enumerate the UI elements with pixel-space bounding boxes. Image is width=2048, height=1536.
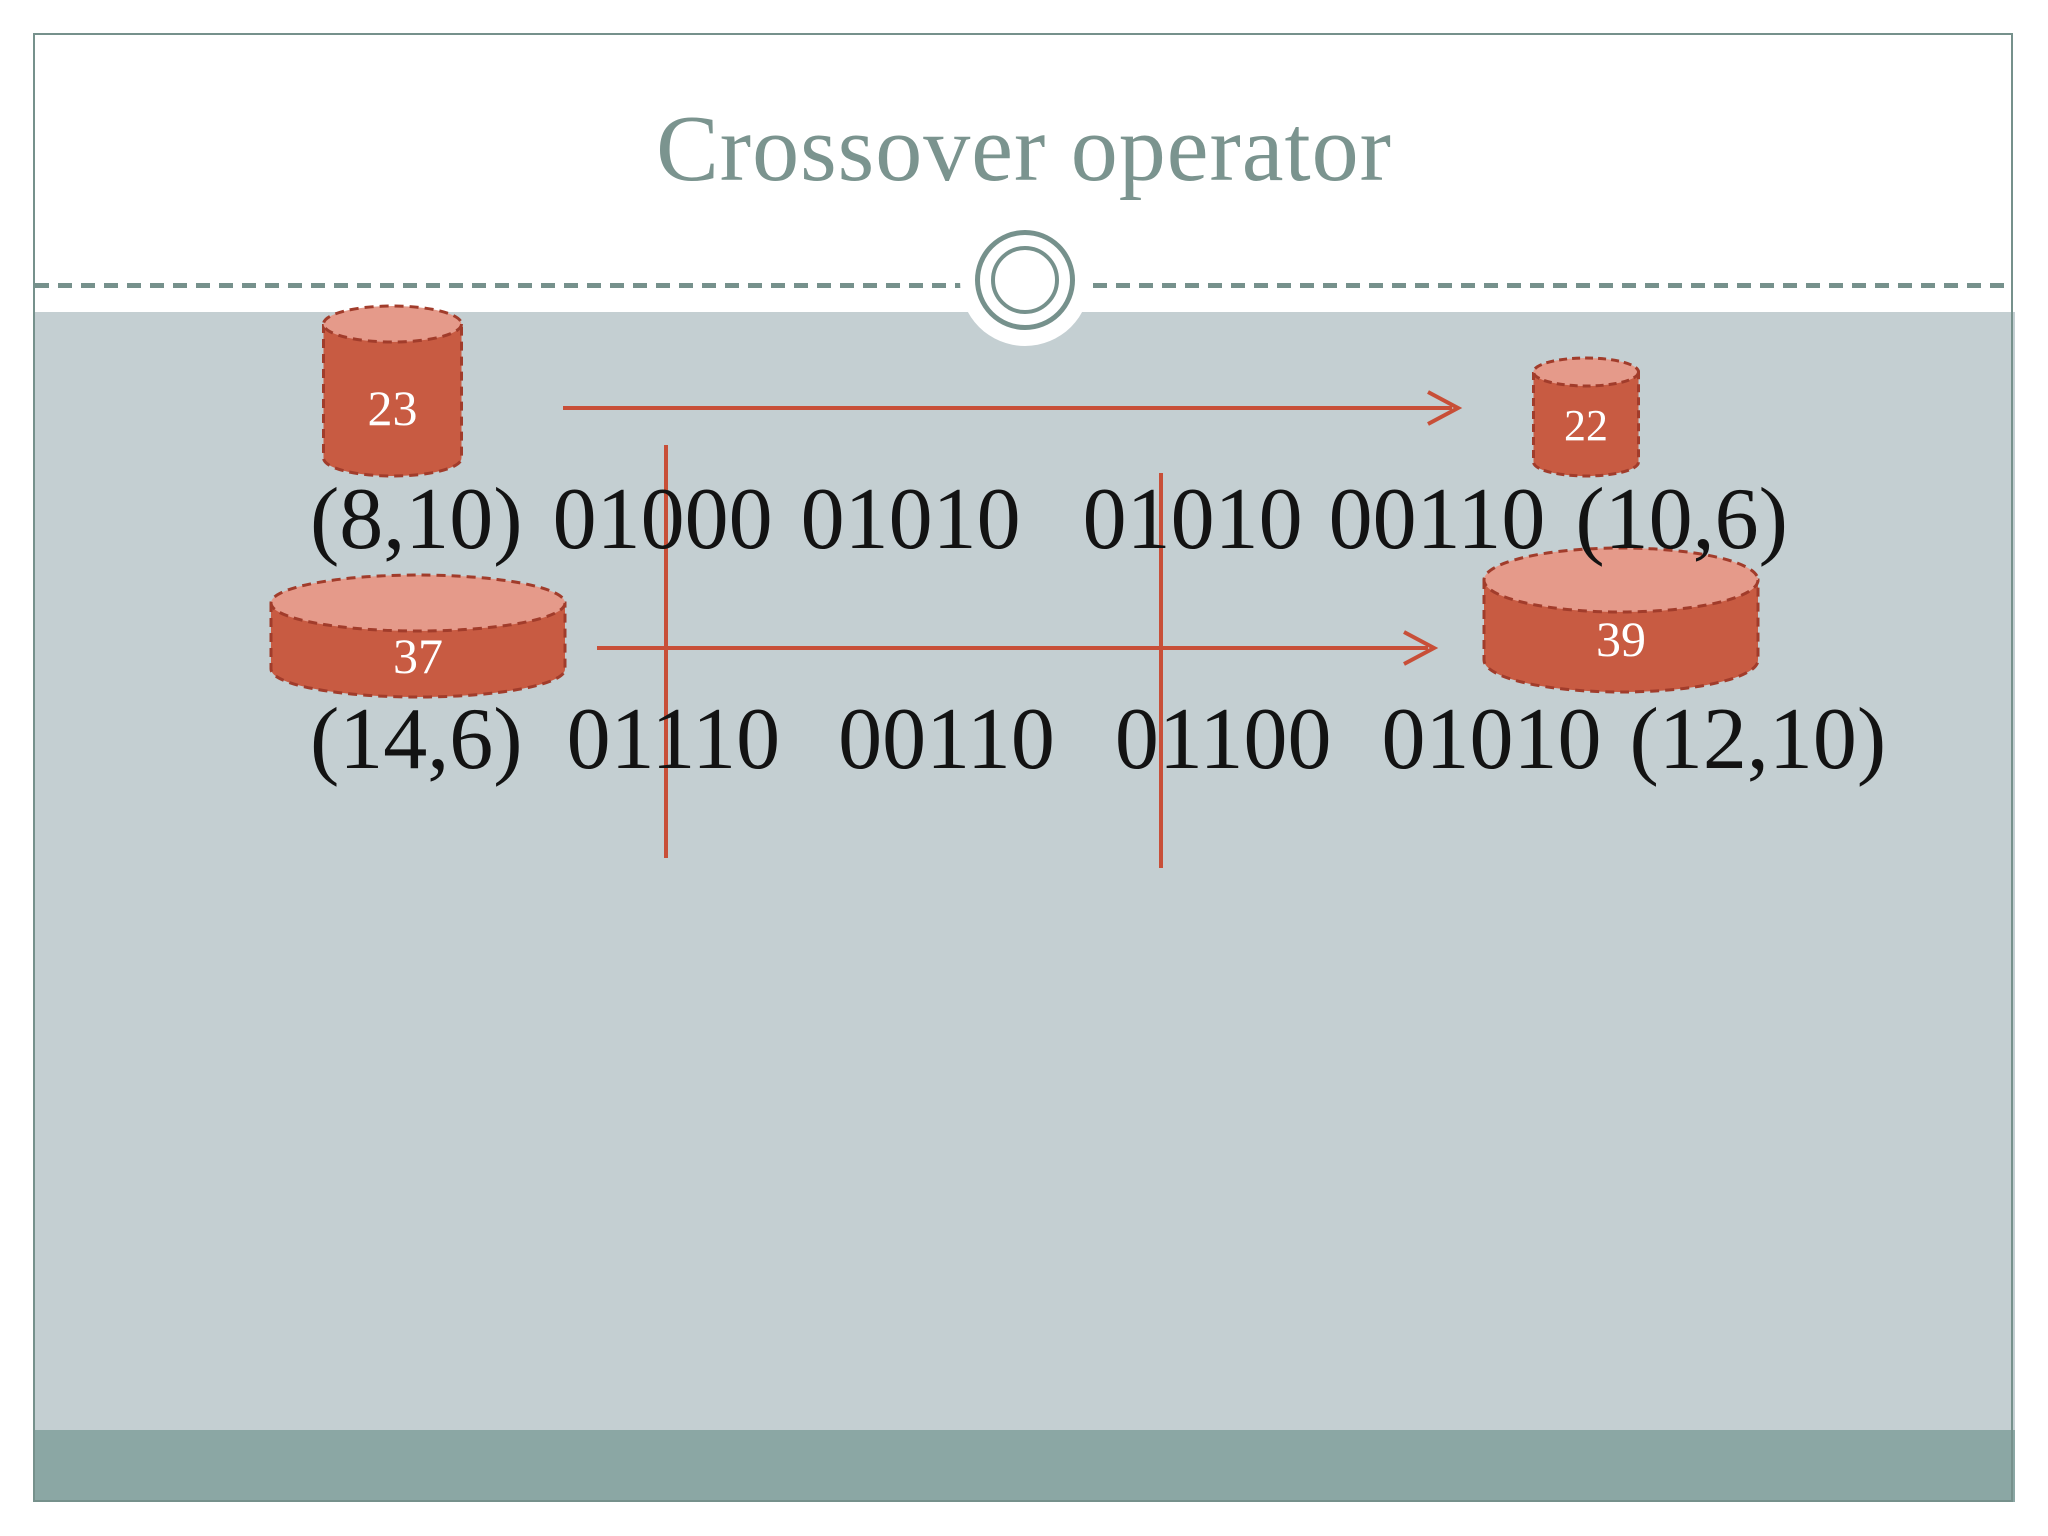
content-panel (33, 312, 2015, 1430)
fitness-pair-left: (14,6) (310, 691, 523, 788)
arrowhead-icon (1427, 390, 1463, 426)
gene-group: 01010 (1082, 471, 1303, 568)
gene-group: 01110 (566, 691, 781, 788)
slide-title: Crossover operator (656, 97, 1392, 201)
gene-group: 01000 (552, 471, 773, 568)
gene-group: 01010 (800, 471, 1021, 568)
chromosome-row-2: (14,6) 01110 00110 01100 01010 (12,10) (310, 691, 1887, 789)
fitness-value-label: 39 (1596, 611, 1646, 667)
divider-circle-ornament (975, 230, 1075, 330)
cylinder-offspring-2: 39 (1481, 546, 1761, 698)
chromosome-row-1: (8,10) 01000 01010 01010 00110 (10,6) (310, 471, 1788, 569)
bottom-accent-bar (33, 1430, 2015, 1502)
fitness-value-label: 37 (393, 628, 443, 684)
cylinder-parent-1: 23 (320, 303, 465, 481)
gene-group: 01010 (1381, 691, 1602, 788)
cylinder-icon (269, 573, 567, 699)
cylinder-icon (1482, 546, 1760, 694)
fitness-pair-right: (12,10) (1629, 691, 1887, 788)
divider-circle-inner-ring (991, 246, 1059, 314)
fitness-value-label: 22 (1564, 401, 1608, 450)
fitness-pair-right: (10,6) (1575, 471, 1788, 568)
cylinder-icon (1532, 356, 1640, 478)
gene-group: 01100 (1114, 691, 1332, 788)
gene-group: 00110 (1328, 471, 1546, 568)
fitness-value-label: 23 (367, 380, 418, 436)
fitness-pair-left: (8,10) (310, 471, 523, 568)
cylinder-parent-2: 37 (268, 573, 568, 701)
gene-group: 00110 (838, 691, 1055, 788)
cylinder-icon (322, 304, 463, 478)
cylinder-offspring-1: 22 (1531, 356, 1641, 480)
arrowhead-icon (1403, 630, 1439, 666)
